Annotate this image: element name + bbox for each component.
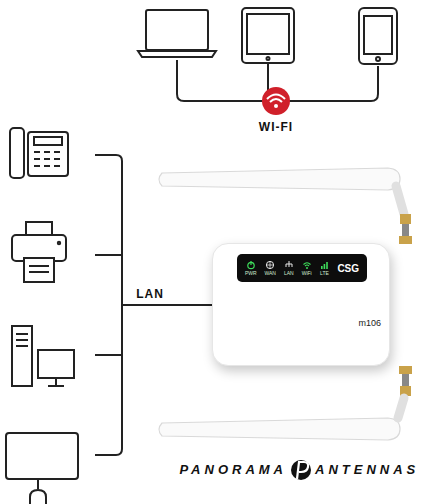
antenna-top [402,224,409,236]
lan-bracket [95,155,122,455]
wifi-badge [274,104,278,108]
phone-icon [376,57,380,61]
status-led: WAN [264,260,275,276]
led-icon [302,260,312,270]
panorama-logo-mark [291,460,311,480]
phone-icon [364,16,392,54]
panorama-logo-mark [297,462,308,479]
brand-mark: CSG [337,263,359,274]
wifi-wires [177,60,378,101]
led-strip: PWR WAN LAN WiFi LTE CSG [237,254,367,282]
led-icon [286,261,292,267]
logo-word: ANTENNAS [315,462,419,477]
led-label: LAN [284,270,294,276]
desktop-icon [12,326,74,386]
printer-icon [24,258,54,282]
antenna-top [159,168,400,190]
printer-icon [26,222,52,236]
desk-phone-icon [10,128,68,178]
laptop-icon [138,51,216,57]
led-icon [303,263,310,266]
desk-phone-icon [28,132,68,176]
tablet-icon [247,14,289,54]
wifi-wires [177,60,378,101]
lan-label: LAN [136,287,164,301]
antenna-top [159,168,412,244]
laptop-icon [138,10,216,57]
monitor-icon [37,479,39,489]
phone-icon [359,8,397,64]
antenna-bottom [402,374,409,386]
tablet-icon [267,57,270,60]
status-led: PWR [245,260,257,276]
desktop-icon [16,334,28,346]
wifi-label: WI-FI [259,120,293,134]
desktop-icon [38,350,74,378]
panorama-logo-mark [291,460,311,480]
led-icon [320,260,330,270]
wifi-badge [262,87,290,115]
led-icon [321,266,323,269]
lan-bracket [95,155,212,455]
led-icon [284,260,294,270]
status-led: LAN [284,260,294,276]
desktop-icon [48,378,64,386]
monitor-icon [30,490,46,504]
antenna-bottom [159,366,412,440]
monitor-icon [6,433,78,479]
led-label: WAN [264,270,275,276]
desk-phone-icon [10,128,24,178]
desktop-icon [12,326,32,386]
monitor-icon [6,433,78,504]
led-icon [306,267,308,269]
logo-word: PANORAMA [179,462,287,477]
led-icon [250,261,251,265]
router-box: PWR WAN LAN WiFi LTE CSG m106 [212,243,390,366]
tablet-icon [242,8,294,63]
tablet-icon [242,8,294,63]
led-label: LTE [320,270,329,276]
laptop-icon [146,10,208,50]
led-icon [267,261,274,268]
antenna-bottom [399,366,412,374]
antenna-top [396,186,404,214]
led-icon [265,260,275,270]
wifi-badge [270,99,282,102]
antenna-bottom [159,418,400,440]
phone-icon [359,8,397,64]
antenna-top [400,214,411,224]
lan-bracket [122,304,212,306]
led-icon [267,261,274,268]
status-led: LTE [320,260,330,276]
printer-icon [12,222,66,282]
antenna-bottom [398,398,404,418]
desk-phone-icon [34,152,60,166]
led-icon [246,260,256,270]
status-led: WiFi [302,260,312,276]
led-label: PWR [245,270,257,276]
model-number: m106 [358,318,381,328]
led-label: WiFi [302,270,312,276]
led-icon [326,262,328,269]
antenna-top [399,236,412,244]
lan-bracket [95,255,122,355]
printer-icon [29,266,49,272]
wifi-badge [262,87,290,115]
printer-icon [58,242,60,244]
led-icon [323,264,325,269]
desk-phone-icon [34,137,62,145]
